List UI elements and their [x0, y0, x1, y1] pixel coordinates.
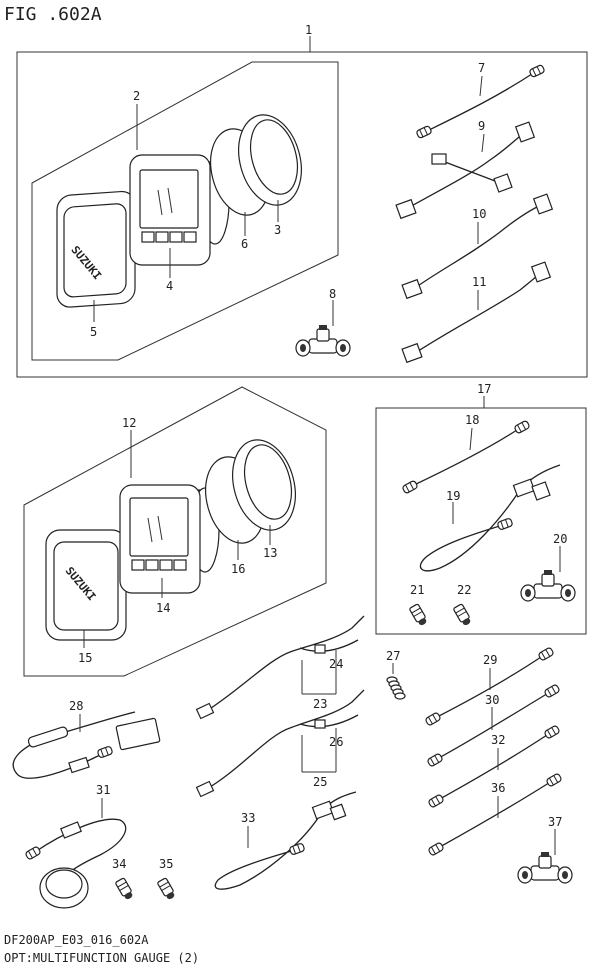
callout-35: 35	[159, 857, 173, 871]
callout-12: 12	[122, 416, 136, 430]
callout-11: 11	[472, 275, 486, 289]
callout-8: 8	[329, 287, 336, 301]
callout-27: 27	[386, 649, 400, 663]
callout-13: 13	[263, 546, 277, 560]
callout-30: 30	[485, 693, 499, 707]
callout-18: 18	[465, 413, 479, 427]
harness-9	[395, 121, 536, 220]
cable-32	[427, 724, 561, 809]
callout-1: 1	[305, 23, 312, 37]
callout-2: 2	[133, 89, 140, 103]
callout-23: 23	[313, 697, 327, 711]
callout-5: 5	[90, 325, 97, 339]
figure-code: DF200AP_E03_016_602A	[4, 933, 149, 947]
callout-29: 29	[483, 653, 497, 667]
callout-22: 22	[457, 583, 471, 597]
harness-23	[195, 615, 365, 720]
gauge-unit-4	[129, 154, 230, 266]
cable-7	[415, 63, 546, 140]
tee-connector-37	[517, 851, 573, 884]
callout-17: 17	[477, 382, 491, 396]
terminator-22	[452, 603, 473, 628]
callout-34: 34	[112, 857, 126, 871]
terminator-34	[114, 877, 135, 902]
callout-3: 3	[274, 223, 281, 237]
callout-7: 7	[478, 61, 485, 75]
lock-nut-3	[238, 114, 302, 206]
cable-10	[401, 193, 554, 300]
callout-25: 25	[313, 775, 327, 789]
callout-36: 36	[491, 781, 505, 795]
lock-nut-13	[232, 439, 296, 531]
kit-box-12: 12 SUZUKI 15 14 16	[23, 386, 327, 677]
callout-15: 15	[78, 651, 92, 665]
callout-33: 33	[241, 811, 255, 825]
callout-37: 37	[548, 815, 562, 829]
terminator-35	[156, 877, 177, 902]
kit-box-1: 1 SUZUKI 2	[16, 23, 588, 378]
cable-11	[401, 261, 552, 364]
callout-4: 4	[166, 279, 173, 293]
gauge-unit-14	[119, 484, 220, 594]
figure-caption: OPT:MULTIFUNCTION GAUGE (2)	[4, 951, 199, 965]
cable-33	[214, 791, 357, 890]
callout-20: 20	[553, 532, 567, 546]
callout-9: 9	[478, 119, 485, 133]
callout-6: 6	[241, 237, 248, 251]
callout-19: 19	[446, 489, 460, 503]
spring-27	[386, 676, 406, 700]
callout-28: 28	[69, 699, 83, 713]
callout-24: 24	[329, 657, 343, 671]
gauge-cover-15: SUZUKI	[45, 529, 127, 641]
callout-16: 16	[231, 562, 245, 576]
cable-36	[427, 772, 563, 857]
tee-connector-8	[295, 324, 351, 357]
callout-10: 10	[472, 207, 486, 221]
callout-14: 14	[156, 601, 170, 615]
figure-title: FIG .602A	[4, 4, 102, 25]
harness-25	[195, 689, 365, 798]
terminator-21	[408, 603, 429, 628]
callout-31: 31	[96, 783, 110, 797]
callout-32: 32	[491, 733, 505, 747]
callout-21: 21	[410, 583, 424, 597]
sensor-cable-28	[12, 711, 161, 779]
tee-connector-20	[520, 569, 576, 602]
sensor-cable-31	[24, 818, 127, 909]
cable-18	[401, 419, 531, 495]
callout-26: 26	[329, 735, 343, 749]
cable-19	[419, 464, 561, 572]
kit-box-17: 17 18 19 20 21 22	[375, 382, 587, 635]
gauge-cover-5: SUZUKI	[56, 190, 136, 308]
